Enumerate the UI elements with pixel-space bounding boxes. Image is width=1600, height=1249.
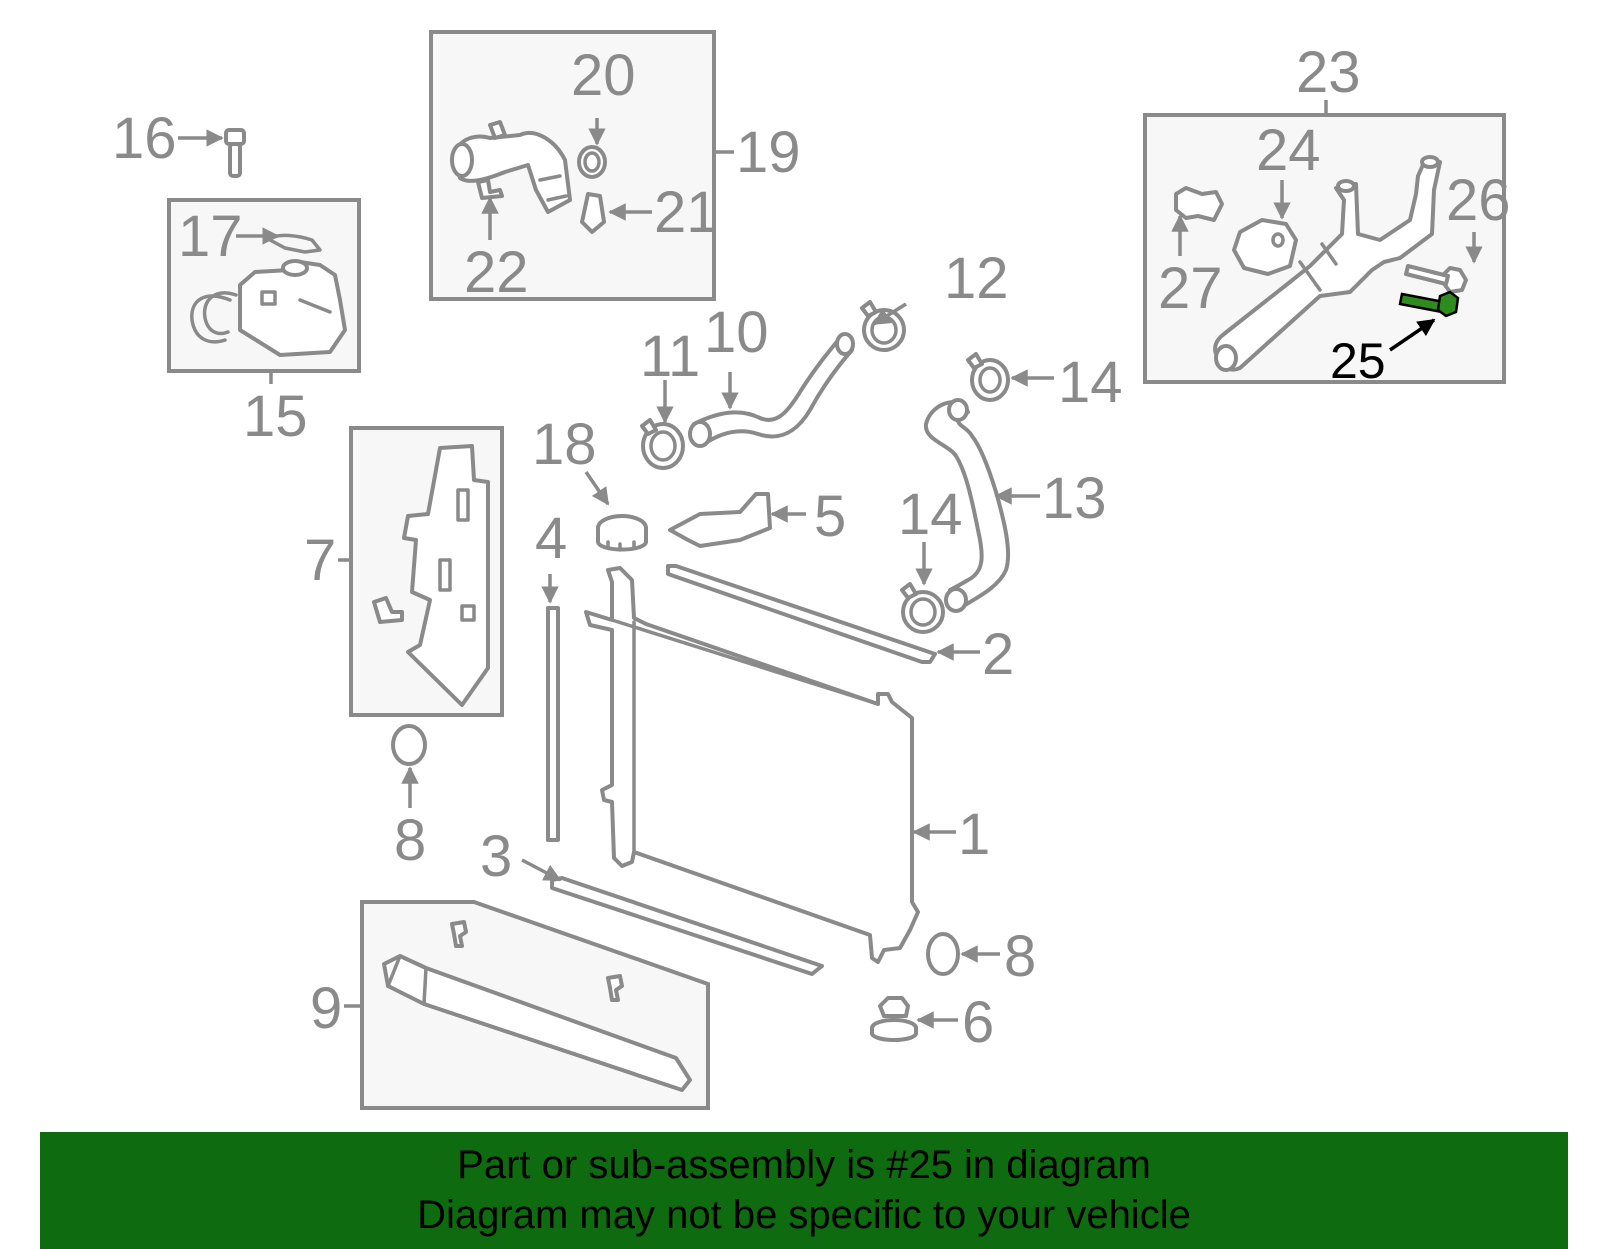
callout-7: 7	[304, 528, 336, 593]
callout-18: 18	[532, 412, 597, 477]
bolt-25-highlighted[interactable]	[1398, 290, 1460, 318]
clamp-11	[640, 418, 685, 470]
info-banner: Part or sub-assembly is #25 in diagram D…	[40, 1132, 1568, 1249]
water-pipe-assembly-box	[1143, 113, 1506, 384]
callout-27: 27	[1158, 256, 1223, 321]
seal-4	[546, 606, 560, 842]
callout-23: 23	[1296, 40, 1361, 105]
callout-3: 3	[480, 824, 512, 889]
callout-25[interactable]: 25	[1330, 333, 1386, 389]
callout-9: 9	[310, 976, 342, 1041]
callout-24: 24	[1256, 118, 1321, 183]
callout-11: 11	[640, 324, 700, 389]
clamp-14-upper	[966, 352, 1010, 402]
lower-hose-13	[923, 398, 1011, 613]
callout-5: 5	[814, 484, 846, 549]
callout-2: 2	[982, 622, 1014, 687]
callout-17: 17	[178, 204, 243, 269]
air-guide-box	[349, 426, 504, 717]
callout-19: 19	[736, 120, 801, 185]
callout-15: 15	[243, 384, 308, 449]
bolt-16	[224, 128, 246, 178]
o-ring-8-left	[391, 724, 427, 766]
callout-leaders	[178, 100, 1483, 1029]
clamp-14-lower	[900, 582, 945, 634]
callout-4: 4	[535, 506, 567, 571]
radiator-cap-18	[596, 514, 648, 552]
upper-seal-2	[666, 564, 937, 664]
callout-6: 6	[962, 990, 994, 1055]
callout-26: 26	[1446, 168, 1511, 233]
callout-13: 13	[1042, 466, 1107, 531]
upper-hose-10	[688, 332, 855, 448]
callout-21: 21	[654, 180, 719, 245]
radiator-1	[584, 566, 920, 964]
o-ring-8-right	[926, 932, 960, 976]
lower-deflector-box	[360, 900, 710, 1110]
callout-numbers: 16 17 15 20 19 21 22 23 24 26 27 25 12 1…	[112, 40, 1511, 1055]
callout-8-right: 8	[1004, 924, 1036, 989]
callout-10: 10	[704, 300, 769, 365]
callout-12: 12	[944, 246, 1009, 311]
callout-8-left: 8	[394, 808, 426, 873]
callout-22: 22	[464, 240, 529, 305]
callout-14-lower: 14	[898, 482, 963, 547]
callout-1: 1	[958, 802, 990, 867]
callout-14-upper: 14	[1058, 350, 1123, 415]
banner-line-disclaimer: Diagram may not be specific to your vehi…	[417, 1193, 1191, 1237]
callout-20: 20	[571, 43, 636, 108]
drain-plug-6	[870, 996, 918, 1042]
bracket-5	[668, 492, 772, 548]
callout-16: 16	[112, 106, 177, 171]
banner-line-part-number: Part or sub-assembly is #25 in diagram	[457, 1143, 1151, 1187]
